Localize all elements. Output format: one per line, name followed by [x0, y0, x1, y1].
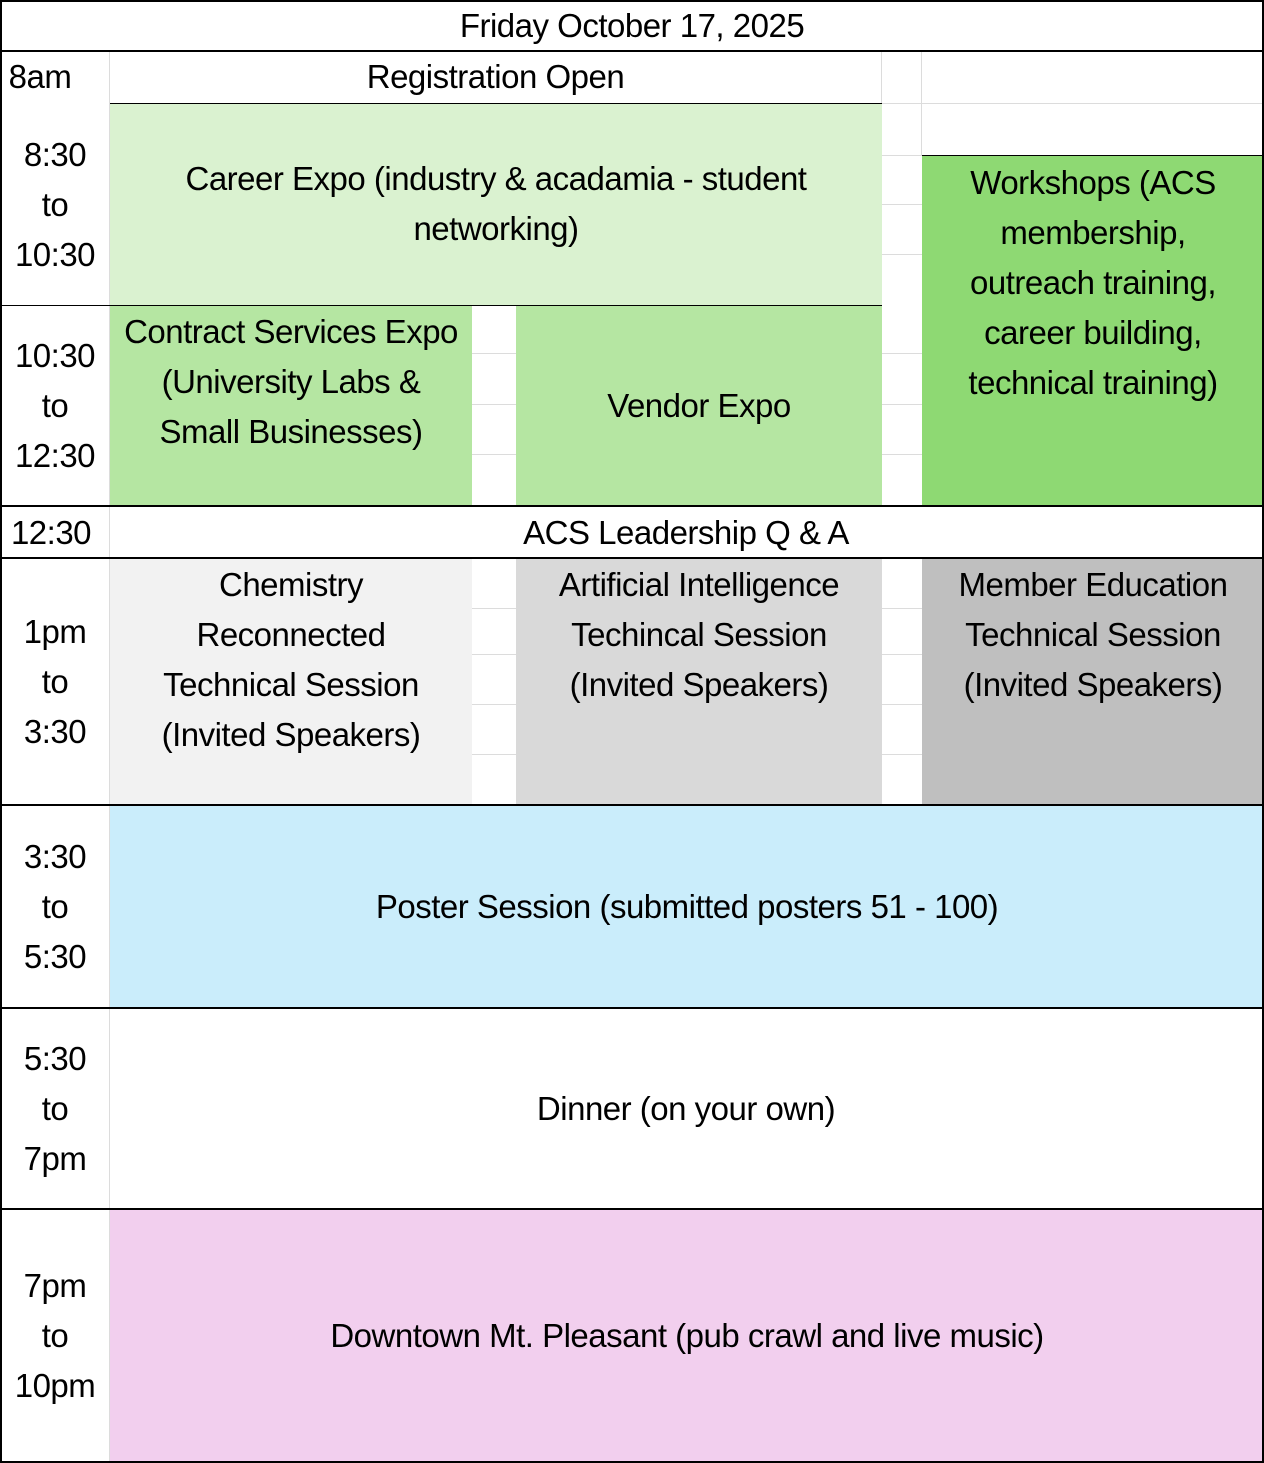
event-contract-services-expo: Contract Services Expo (University Labs … [110, 306, 472, 506]
time-label-1pm: 1pm to 3:30 [0, 558, 110, 805]
event-ai-session: Artificial Intelligence Techincal Sessio… [516, 558, 882, 805]
time-end: 3:30 [23, 712, 87, 750]
gridline [882, 204, 922, 205]
time-end: 7pm [23, 1140, 87, 1177]
time-label-7pm: 7pm to 10pm [0, 1210, 110, 1462]
border [0, 1007, 1264, 1009]
time-start: 10:30 [14, 337, 96, 374]
event-registration-open: Registration Open [110, 51, 881, 103]
gridline [882, 404, 922, 405]
gridline [882, 254, 922, 255]
gridline [882, 704, 922, 705]
border [0, 50, 1264, 52]
time-end: 5:30 [23, 938, 87, 975]
border [110, 103, 882, 104]
time-label-830: 8:30 to 10:30 [0, 104, 110, 305]
time-start: 8:30 [23, 135, 87, 173]
gridline [882, 155, 922, 156]
time-start: 7pm [23, 1267, 87, 1304]
border [0, 557, 1264, 559]
time-label-8am: 8am [8, 58, 72, 95]
event-vendor-expo: Vendor Expo [516, 306, 882, 506]
border [0, 1461, 1264, 1463]
event-chemistry-reconnected: Chemistry Reconnected Technical Session … [110, 558, 472, 805]
border [0, 505, 1264, 507]
time-label-530: 5:30 to 7pm [0, 1009, 110, 1209]
time-sep: to [41, 387, 69, 424]
time-start: 3:30 [23, 838, 87, 875]
gridline [472, 454, 516, 455]
time-sep: to [41, 185, 69, 223]
border [922, 155, 1264, 156]
gridline [472, 754, 516, 755]
gridline [882, 454, 922, 455]
time-label-1230: 12:30 [10, 513, 92, 551]
gridline [882, 754, 922, 755]
border [0, 804, 1264, 806]
time-sep: to [41, 1090, 69, 1127]
event-poster-session: Poster Session (submitted posters 51 - 1… [110, 806, 1264, 1008]
time-end: 10pm [14, 1367, 96, 1404]
gridline [472, 404, 516, 405]
gridline [472, 654, 516, 655]
border [0, 1208, 1264, 1210]
gridline [882, 654, 922, 655]
gridline [472, 608, 516, 609]
gridline [472, 353, 516, 354]
time-sep: to [41, 1317, 69, 1354]
gridline [882, 103, 1264, 104]
border [0, 0, 1264, 2]
gridline [882, 608, 922, 609]
event-downtown-mt-pleasant: Downtown Mt. Pleasant (pub crawl and liv… [110, 1210, 1264, 1462]
event-career-expo: Career Expo (industry & acadamia - stude… [110, 104, 882, 305]
time-start: 5:30 [23, 1040, 87, 1077]
border [0, 305, 110, 306]
time-label-330: 3:30 to 5:30 [0, 806, 110, 1008]
border [110, 305, 882, 306]
time-sep: to [41, 662, 69, 700]
time-sep: to [41, 888, 69, 925]
event-workshops: Workshops (ACS membership, outreach trai… [922, 156, 1264, 506]
gridline [472, 704, 516, 705]
event-dinner: Dinner (on your own) [110, 1009, 1262, 1209]
gridline [882, 353, 922, 354]
time-end: 12:30 [14, 437, 96, 474]
gridline [109, 51, 110, 1461]
border [0, 0, 2, 1463]
event-member-education: Member Education Technical Session (Invi… [922, 558, 1264, 805]
event-acs-leadership-qa: ACS Leadership Q & A [110, 507, 1262, 558]
time-label-1030: 10:30 to 12:30 [0, 306, 110, 506]
border [1262, 0, 1264, 1463]
time-start: 1pm [23, 612, 87, 650]
schedule-title: Friday October 17, 2025 [459, 6, 805, 44]
time-end: 10:30 [14, 235, 96, 273]
